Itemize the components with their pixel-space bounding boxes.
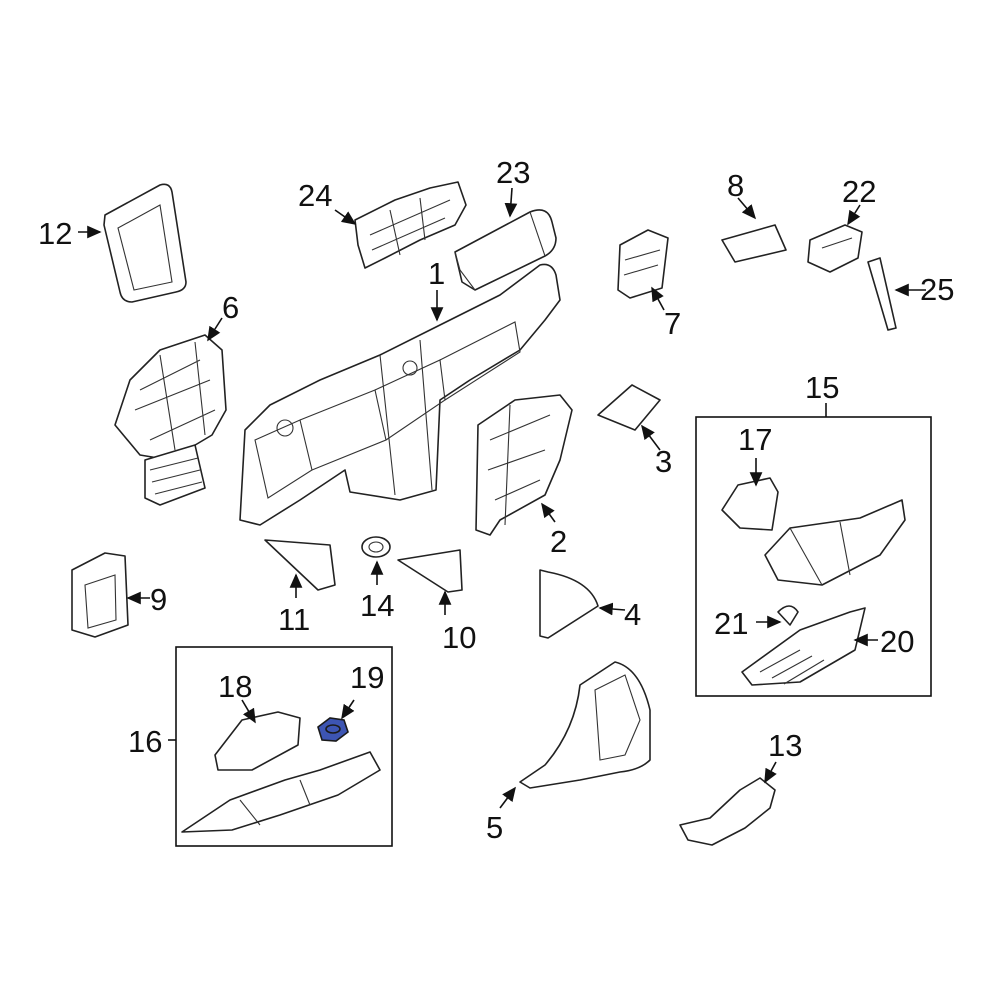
callout-13: 13 (768, 728, 802, 763)
part-16-lower-panel[interactable] (181, 751, 381, 833)
callout-24: 24 (298, 178, 332, 213)
part-14-grommet[interactable] (361, 536, 391, 558)
part-1-instrument-panel[interactable] (239, 263, 561, 526)
callout-7: 7 (664, 306, 681, 341)
callout-10: 10 (442, 620, 476, 655)
callout-3: 3 (655, 444, 672, 479)
callout-8: 8 (727, 168, 744, 203)
part-13-handle[interactable] (679, 777, 776, 846)
part-9-housing[interactable] (71, 552, 129, 638)
part-19-fastener[interactable] (317, 717, 349, 742)
part-12-bezel[interactable] (103, 183, 187, 303)
part-22-clip[interactable] (807, 224, 863, 273)
callout-1: 1 (428, 256, 445, 291)
callout-12: 12 (38, 216, 72, 251)
callout-18: 18 (218, 669, 252, 704)
leader-lines (78, 187, 926, 809)
part-18-duct[interactable] (214, 711, 301, 771)
part-15-glove-box[interactable] (764, 499, 906, 586)
part-17-duct[interactable] (721, 477, 779, 531)
part-8-pad[interactable] (721, 224, 787, 263)
callout-15: 15 (805, 370, 839, 405)
callout-4: 4 (624, 597, 641, 632)
group-box-15 (695, 416, 932, 697)
callout-20: 20 (880, 624, 914, 659)
callout-6: 6 (222, 290, 239, 325)
part-4-panel[interactable] (539, 569, 599, 639)
part-20-door[interactable] (741, 607, 866, 686)
callout-14: 14 (360, 588, 394, 623)
callout-25: 25 (920, 272, 954, 307)
part-23-airbag[interactable] (454, 209, 557, 291)
callout-19: 19 (350, 660, 384, 695)
part-21-clip[interactable] (777, 605, 799, 626)
callout-22: 22 (842, 174, 876, 209)
part-3-cover[interactable] (597, 384, 661, 431)
callout-21: 21 (714, 606, 748, 641)
callout-9: 9 (150, 582, 167, 617)
part-24-bracket[interactable] (354, 181, 467, 269)
callout-11: 11 (278, 602, 310, 637)
part-5-bolster[interactable] (519, 661, 651, 789)
callout-16: 16 (128, 724, 162, 759)
part-11-trim[interactable] (264, 539, 336, 591)
part-2-side-bracket[interactable] (475, 394, 573, 536)
group-box-16 (175, 646, 393, 847)
callout-23: 23 (496, 155, 530, 190)
part-10-trim[interactable] (397, 549, 463, 593)
callout-17: 17 (738, 422, 772, 457)
part-6-console-frame[interactable] (114, 334, 227, 506)
callout-5: 5 (486, 810, 503, 845)
callout-2: 2 (550, 524, 567, 559)
part-25-strip[interactable] (867, 257, 897, 331)
part-7-bracket[interactable] (617, 229, 669, 299)
